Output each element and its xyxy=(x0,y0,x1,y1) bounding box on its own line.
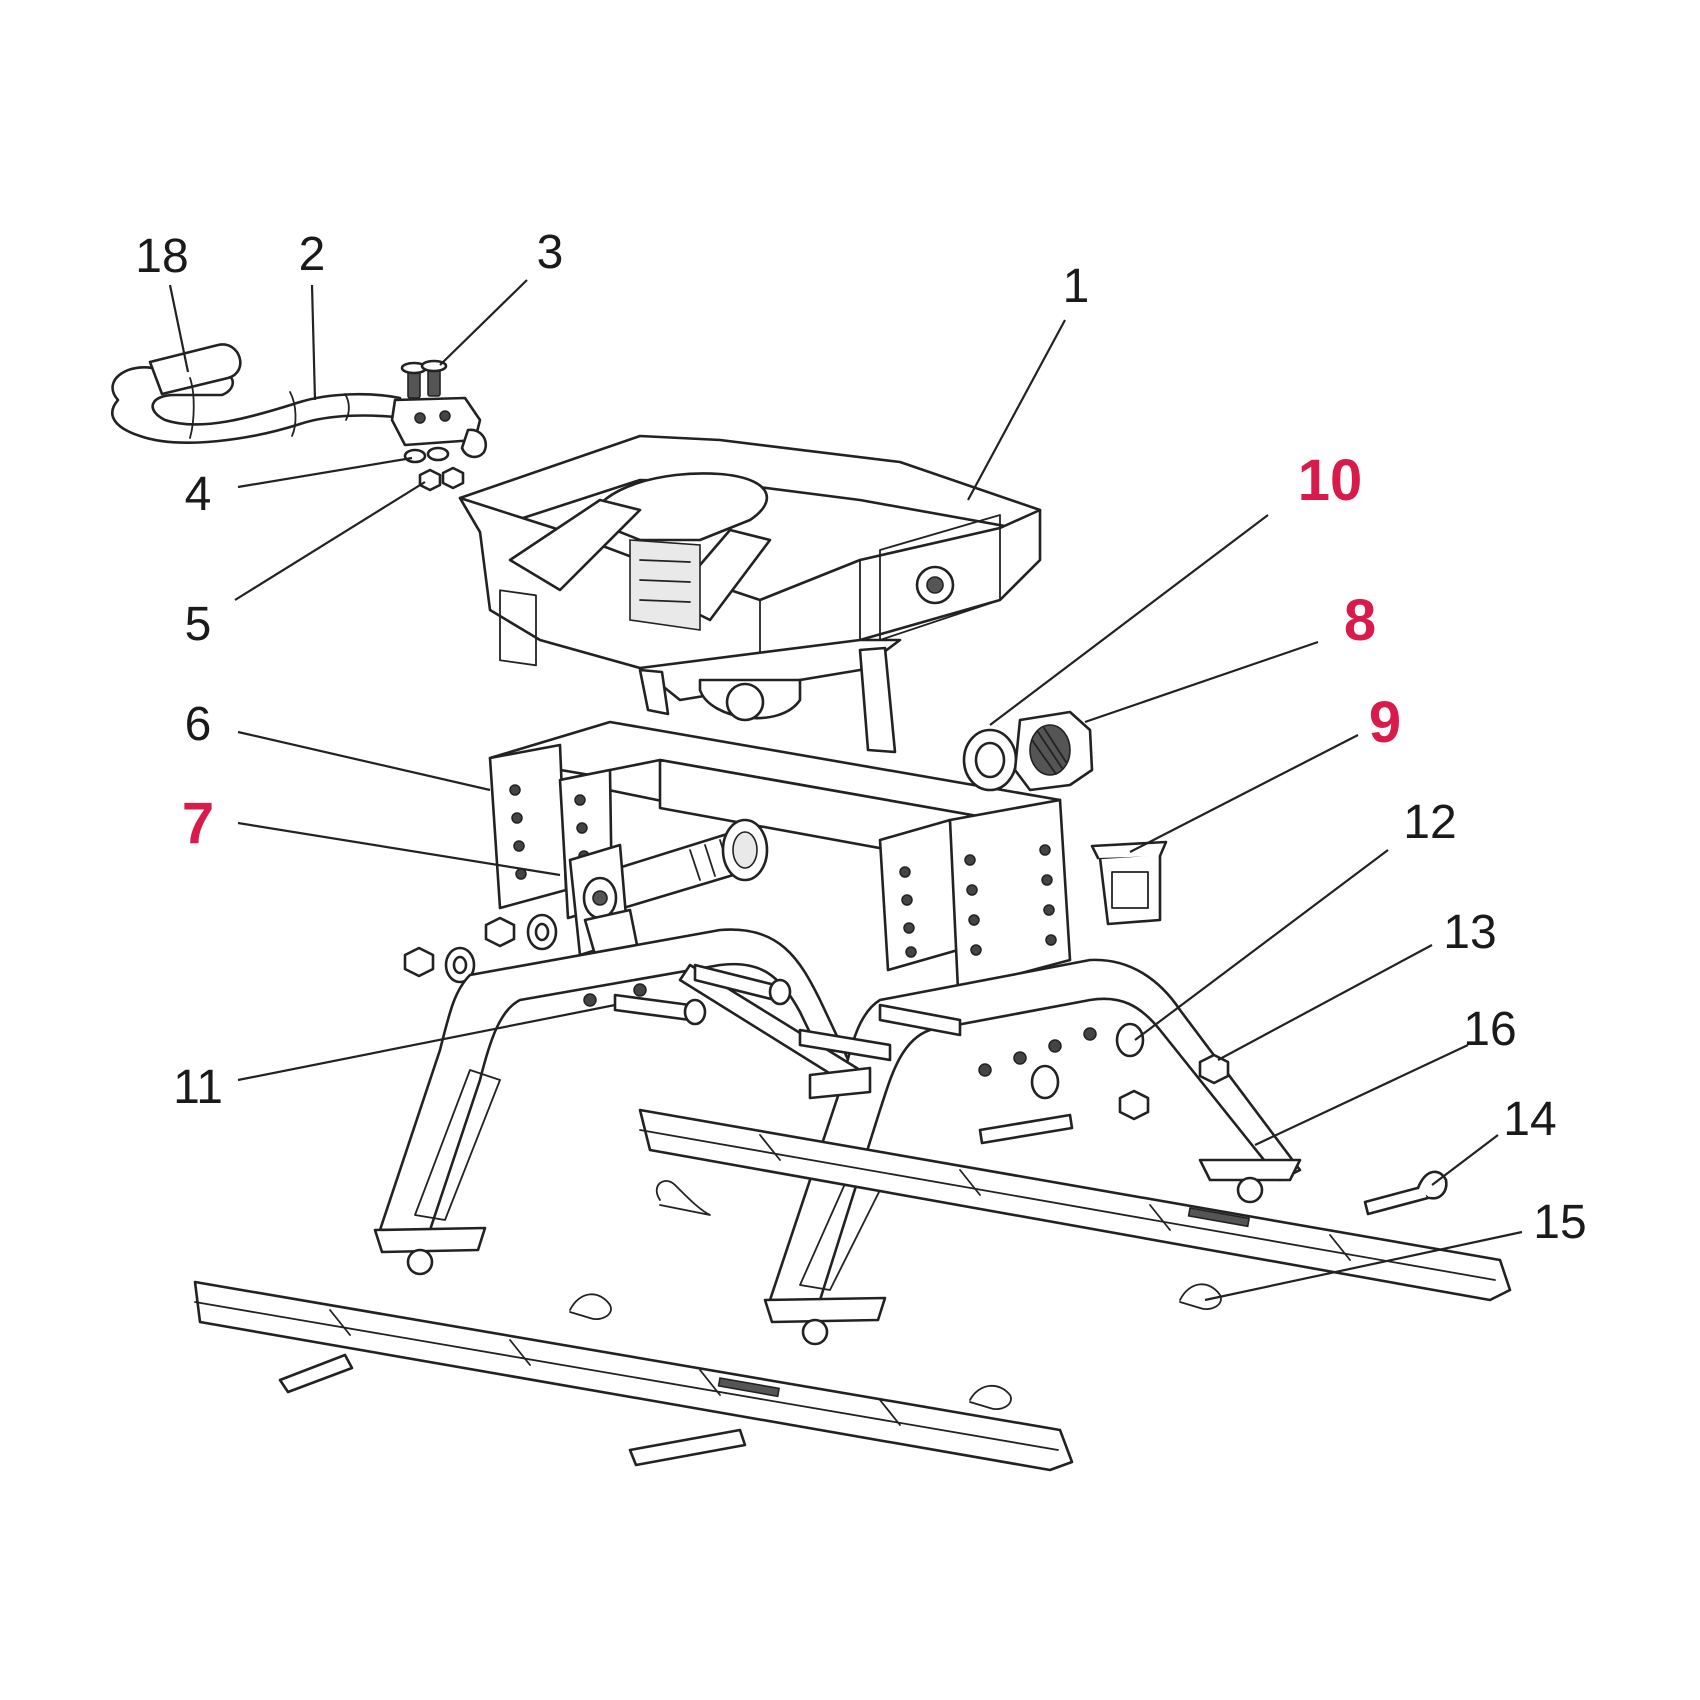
callout-3: 3 xyxy=(537,226,564,279)
callout-11: 11 xyxy=(173,1061,223,1114)
leader-16 xyxy=(1254,1044,1469,1146)
callout-2: 2 xyxy=(299,228,326,281)
callout-1: 1 xyxy=(1063,260,1090,313)
callout-7: 7 xyxy=(182,791,214,856)
leg-frame-left xyxy=(373,928,862,1276)
callout-4: 4 xyxy=(185,468,212,521)
leader-3 xyxy=(439,279,528,366)
brace-part-16 xyxy=(678,963,872,1100)
hairpin-clips xyxy=(569,1180,1222,1410)
washer-part-10 xyxy=(962,728,1018,792)
clip-part-9 xyxy=(1090,840,1168,926)
hitch-head-part-1 xyxy=(458,434,1042,754)
bolts-part-11 xyxy=(613,963,1074,1145)
callout-5: 5 xyxy=(185,598,212,651)
leader-15 xyxy=(1204,1230,1523,1302)
washers-part-4 xyxy=(403,446,450,464)
callout-9: 9 xyxy=(1369,690,1401,755)
leader-1 xyxy=(967,319,1066,501)
loose-nuts-washers xyxy=(403,913,558,984)
saddle-cradle-part-6 xyxy=(488,720,1072,992)
leader-4 xyxy=(237,456,413,489)
callout-6: 6 xyxy=(185,698,212,751)
leader-2 xyxy=(310,284,317,401)
release-handle xyxy=(111,343,488,459)
leg-frame-right xyxy=(763,958,1302,1346)
leader-8 xyxy=(1084,640,1319,724)
pin-part-14 xyxy=(1363,1170,1448,1216)
leader-14 xyxy=(1431,1134,1499,1186)
callout-14: 14 xyxy=(1503,1093,1556,1146)
leader-11 xyxy=(237,1003,616,1082)
callout-15: 15 xyxy=(1533,1196,1586,1249)
nut-part-13 xyxy=(1118,1053,1230,1121)
callout-12: 12 xyxy=(1403,796,1456,849)
leader-12 xyxy=(1134,849,1389,1041)
leader-13 xyxy=(1217,944,1433,1061)
callout-16: 16 xyxy=(1463,1003,1516,1056)
bolts-part-3 xyxy=(400,359,448,399)
leader-7 xyxy=(237,821,561,877)
castle-nut-part-8 xyxy=(1013,710,1094,792)
callout-13: 13 xyxy=(1443,906,1496,959)
leader-lines xyxy=(168,279,1523,1302)
leader-10 xyxy=(989,514,1269,726)
nuts-part-5 xyxy=(418,466,465,492)
callout-10: 10 xyxy=(1298,448,1363,513)
leader-5 xyxy=(234,481,426,601)
rail-front xyxy=(193,1280,1074,1472)
leader-6 xyxy=(237,730,491,792)
leader-9 xyxy=(1129,734,1359,853)
callout-18: 18 xyxy=(135,230,188,283)
leader-18 xyxy=(168,284,190,373)
callout-8: 8 xyxy=(1344,588,1376,653)
rail-rear xyxy=(638,1108,1512,1302)
